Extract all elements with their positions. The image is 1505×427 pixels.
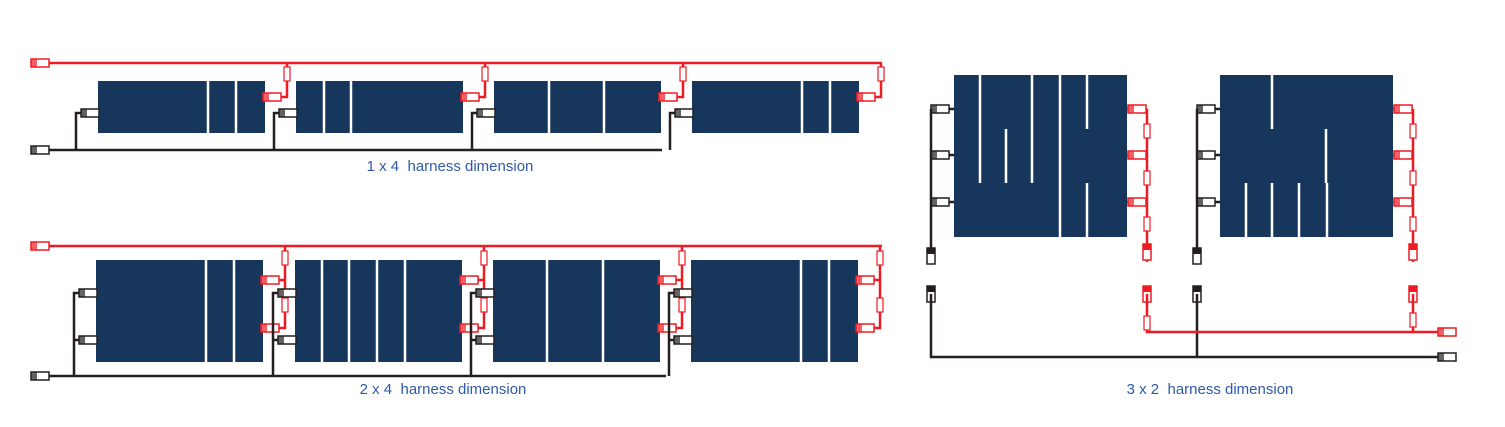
inline-fuse-icon [1409,123,1417,139]
negative-connector-icon-cap [476,336,482,344]
positive-connector-icon-cap [857,93,863,101]
positive-output-connector-icon-cap [1438,328,1444,336]
solar-panel-3x2 [954,129,1127,183]
negative-drop-1x4 [74,111,98,150]
inline-fuse-icon [877,66,885,82]
inline-fuse-icon [1409,170,1417,186]
positive-connector-icon-cap [263,93,269,101]
negative-output-connector-icon-cap [31,372,37,380]
positive-output-connector-icon-cap [31,59,37,67]
positive-connector-icon-cap [856,276,862,284]
inline-fuse-icon [678,250,686,266]
negative-connector-icon-cap [477,109,483,117]
negative-connector-icon-cap [278,289,284,297]
positive-connector-icon-cap [1394,151,1400,159]
positive-connector-icon-cap [1128,151,1134,159]
inline-fuse-icon [678,297,686,313]
inline-fuse-icon [480,297,488,313]
negative-connector-icon-cap [278,336,284,344]
negative-connector-icon-cap [79,336,85,344]
negative-socket-icon-cap [1193,286,1201,292]
label-1x4: 1 x 4 harness dimension [366,158,534,175]
solar-panel-2x4 [691,260,858,362]
solar-panel-3x2 [1220,183,1393,237]
negative-drop-1x4 [470,111,494,150]
solar-panel-2x4 [96,260,263,362]
inline-fuse-icon [1409,312,1417,328]
negative-connector-icon-cap [931,151,937,159]
negative-connector-icon-cap [1197,105,1203,113]
positive-output-connector-icon-cap [31,242,37,250]
inline-fuse-icon [1143,216,1151,232]
positive-connector-icon-cap [1128,105,1134,113]
inline-fuse-icon [480,250,488,266]
inline-fuse-icon [1143,123,1151,139]
positive-connector-icon-cap [461,93,467,101]
negative-trunk-3x2 [929,294,1455,359]
negative-connector-icon-cap [931,198,937,206]
inline-fuse-icon [876,250,884,266]
label-2x4: 2 x 4 harness dimension [359,381,527,398]
solar-panel-3x2 [954,75,1127,129]
negative-output-connector-icon-cap [1438,353,1444,361]
negative-connector-icon-cap [674,289,680,297]
negative-plug-icon-cap [927,248,935,254]
negative-socket-icon-cap [927,286,935,292]
positive-trunk-3x2 [1145,294,1455,334]
positive-connector-icon-cap [261,276,267,284]
positive-connector-icon-cap [659,93,665,101]
negative-plug-icon-cap [1193,248,1201,254]
positive-plug-icon-cap [1143,244,1151,250]
inline-fuse-icon [481,66,489,82]
inline-fuse-icon [281,250,289,266]
negative-connector-icon-cap [1197,198,1203,206]
solar-panel-3x2 [1220,129,1393,183]
label-3x2: 3 x 2 harness dimension [1126,381,1294,398]
inline-fuse-icon [283,66,291,82]
negative-output-connector-icon-cap [31,146,37,154]
positive-socket-icon-cap [1409,286,1417,292]
positive-plug-icon-cap [1409,244,1417,250]
solar-panel-2x4 [493,260,660,362]
positive-connector-icon-cap [261,324,267,332]
negative-connector-icon-cap [476,289,482,297]
negative-connector-icon-cap [279,109,285,117]
negative-connector-icon-cap [931,105,937,113]
negative-drop-2x4 [72,291,96,376]
positive-connector-icon-cap [460,324,466,332]
solar-panel-2x4 [295,260,462,362]
negative-connector-icon-cap [674,336,680,344]
negative-connector-icon-cap [1197,151,1203,159]
negative-drop-1x4 [668,111,692,150]
solar-panel-1x4 [98,81,265,133]
positive-socket-icon-cap [1143,286,1151,292]
negative-drop-1x4 [272,111,296,150]
negative-connector-icon-cap [675,109,681,117]
inline-fuse-icon [679,66,687,82]
positive-connector-icon-cap [856,324,862,332]
inline-fuse-icon [876,297,884,313]
solar-panel-1x4 [494,81,661,133]
solar-panel-3x2 [1220,75,1393,129]
positive-connector-icon-cap [1394,105,1400,113]
negative-connector-icon-cap [81,109,87,117]
inline-fuse-icon [1409,216,1417,232]
positive-connector-icon-cap [658,324,664,332]
solar-panel-1x4 [296,81,463,133]
inline-fuse-icon [1143,315,1151,331]
negative-connector-icon-cap [79,289,85,297]
positive-connector-icon-cap [460,276,466,284]
inline-fuse-icon [281,297,289,313]
positive-connector-icon-cap [1128,198,1134,206]
inline-fuse-icon [1143,170,1151,186]
solar-panel-3x2 [954,183,1127,237]
positive-connector-icon-cap [658,276,664,284]
positive-connector-icon-cap [1394,198,1400,206]
solar-panel-1x4 [692,81,859,133]
